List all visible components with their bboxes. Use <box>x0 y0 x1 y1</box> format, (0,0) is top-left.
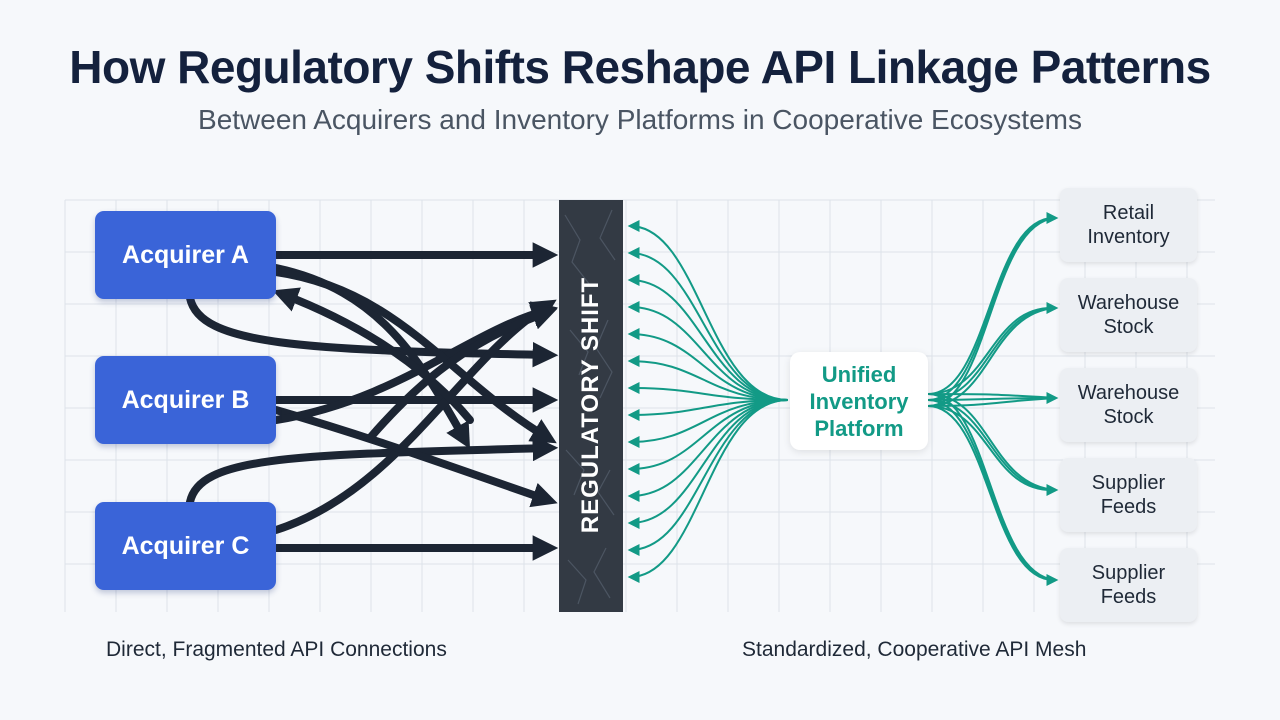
left-caption: Direct, Fragmented API Connections <box>106 638 447 661</box>
acquirer-b-box: Acquirer B <box>95 356 276 444</box>
acquirer-label: Acquirer A <box>122 240 249 269</box>
mesh-arrow <box>927 393 1057 491</box>
dark-arrow <box>272 299 557 534</box>
target-line: Supplier <box>1091 562 1166 584</box>
acquirer-a-box: Acquirer A <box>95 211 276 299</box>
mesh-arrow <box>627 274 789 401</box>
mesh-arrow <box>927 302 1059 401</box>
mesh-arrow <box>627 247 789 401</box>
page-title: How Regulatory Shifts Reshape API Linkag… <box>69 41 1211 93</box>
mesh-arrow <box>627 399 789 583</box>
mesh-arrow <box>627 399 789 475</box>
mesh-arrow <box>927 306 1057 395</box>
dark-arrow <box>366 305 558 442</box>
barrier-wall <box>559 200 623 612</box>
mesh-arrow <box>927 405 1057 582</box>
platform-line: Inventory <box>809 388 909 414</box>
barrier-crack <box>565 449 585 496</box>
target-line: Stock <box>1103 406 1154 428</box>
acquirer-c-box: Acquirer C <box>95 502 276 590</box>
barrier-crack <box>597 469 615 516</box>
target-line: Warehouse <box>1077 382 1180 404</box>
barrier-crack <box>595 319 613 399</box>
barrier-crack <box>567 559 587 605</box>
mesh-arrow <box>627 220 789 401</box>
target-line: Stock <box>1103 316 1154 338</box>
target-line: Feeds <box>1100 496 1157 518</box>
regulatory-shift-label: REGULATORY SHIFT <box>577 276 604 534</box>
dark-arrow <box>272 268 557 444</box>
mesh-arrow <box>927 393 1057 581</box>
acquirer-label: Acquirer B <box>121 385 250 414</box>
mesh-arrow <box>927 393 1057 399</box>
mesh-arrow <box>627 399 789 556</box>
target-line: Retail <box>1102 202 1155 224</box>
mesh-arrow <box>927 399 1059 586</box>
mesh-arrow <box>627 301 789 401</box>
mesh-connections <box>627 212 1059 586</box>
mesh-arrow <box>627 382 789 401</box>
mesh-arrow <box>627 328 789 401</box>
barrier-crack <box>569 329 589 376</box>
dark-arrow <box>186 435 559 506</box>
target-line: Supplier <box>1091 472 1166 494</box>
target-line: Warehouse <box>1077 292 1180 314</box>
unified-platform-box: Unified Inventory Platform <box>790 352 928 450</box>
platform-line: Platform <box>814 415 904 441</box>
barrier-crack <box>593 547 611 599</box>
regulatory-barrier <box>559 200 623 612</box>
mesh-arrow <box>627 399 789 502</box>
target-line: Inventory <box>1087 226 1170 248</box>
platform-line: Unified <box>821 361 897 387</box>
barrier-crack <box>599 209 616 261</box>
mesh-arrow <box>627 399 789 529</box>
acquirer-label: Acquirer C <box>121 531 250 560</box>
barrier-crack <box>564 214 591 286</box>
target-line: Feeds <box>1100 586 1157 608</box>
page-subtitle: Between Acquirers and Inventory Platform… <box>198 104 1082 135</box>
dark-arrow <box>272 406 558 508</box>
right-caption: Standardized, Cooperative API Mesh <box>742 638 1087 661</box>
mesh-arrow <box>627 355 789 401</box>
fragmented-connections <box>186 242 559 561</box>
mesh-arrow <box>927 405 1057 492</box>
dark-arrow <box>272 287 474 424</box>
mesh-arrow <box>927 399 1059 496</box>
